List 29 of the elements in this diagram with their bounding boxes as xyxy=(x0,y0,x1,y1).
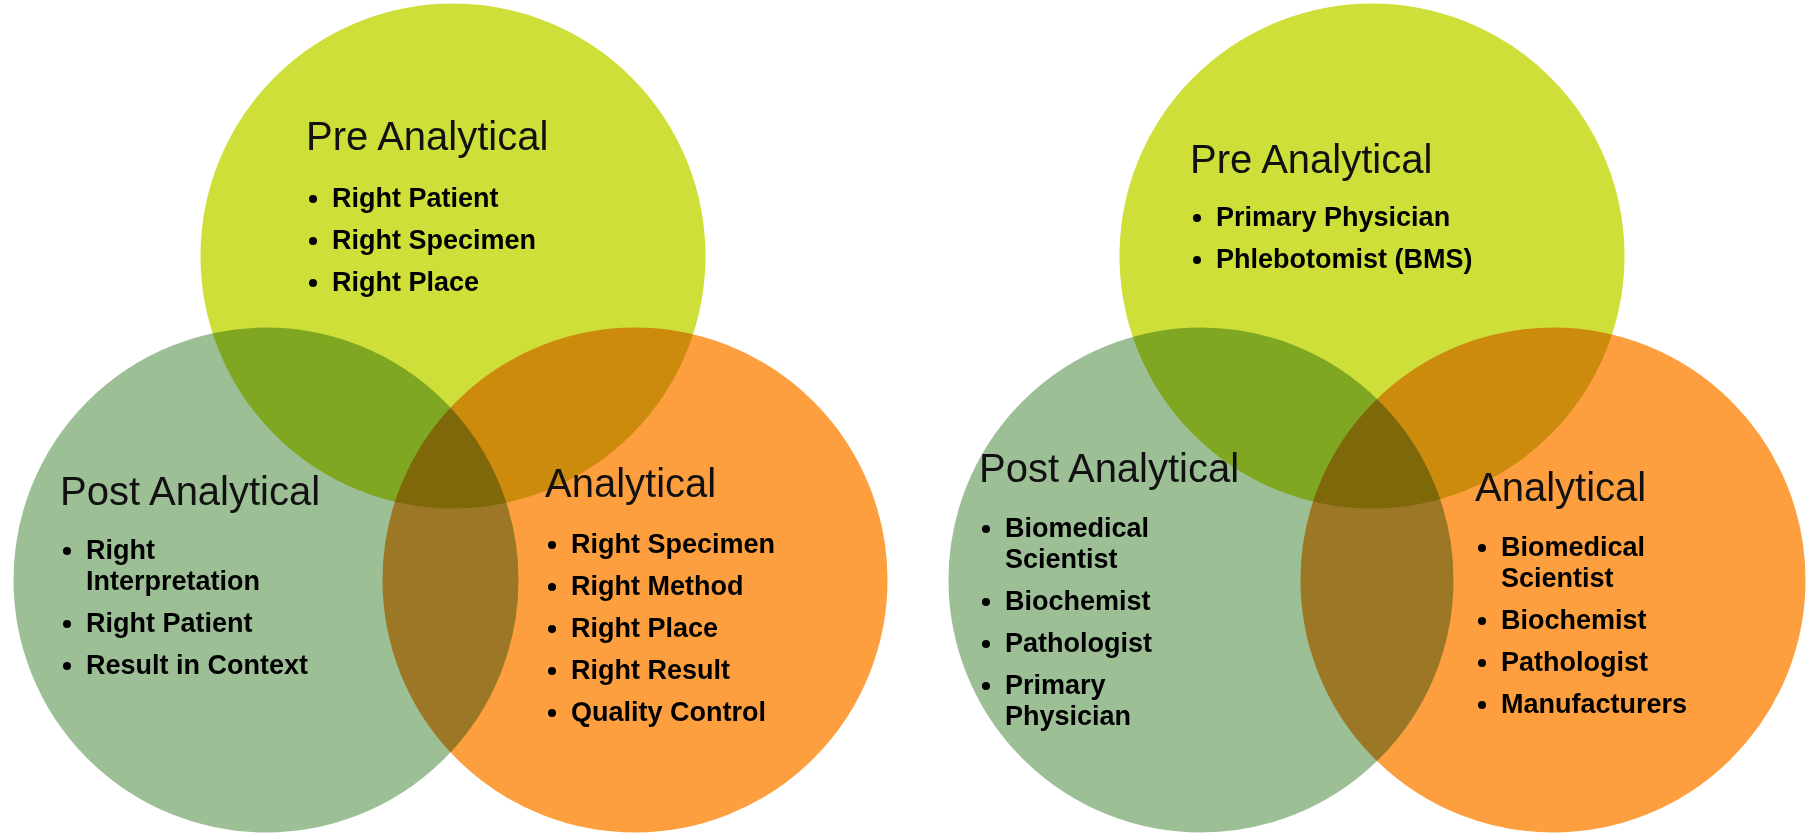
circle-heading: Post Analytical xyxy=(979,445,1240,491)
circle-heading: Pre Analytical xyxy=(306,113,549,159)
bullet-item: Biochemist xyxy=(1475,605,1720,636)
venn-circle xyxy=(1299,326,1807,834)
circle-heading: Pre Analytical xyxy=(1190,136,1433,182)
bullet-item: Primary Physician xyxy=(1190,202,1530,233)
bullet-item: Right Place xyxy=(306,267,646,298)
circle-heading: Post Analytical xyxy=(60,468,321,514)
bullet-item: Manufacturers xyxy=(1475,689,1720,720)
bullet-item: Phlebotomist (BMS) xyxy=(1190,244,1530,275)
bullet-item: Biomedical Scientist xyxy=(1475,532,1720,594)
bullet-item: Biomedical Scientist xyxy=(979,513,1224,575)
circle-heading: Analytical xyxy=(1475,464,1647,510)
venn-circle xyxy=(381,326,889,834)
bullet-item: Right Specimen xyxy=(545,529,845,560)
bullet-item: Right Patient xyxy=(60,608,322,639)
bullet-item: Right Method xyxy=(545,571,845,602)
bullet-item: Result in Context xyxy=(60,650,322,681)
bullet-item: Right Result xyxy=(545,655,845,686)
bullet-item: Right Place xyxy=(545,613,845,644)
bullet-item: Quality Control xyxy=(545,697,845,728)
bullet-item: Primary Physician xyxy=(979,670,1224,732)
bullet-item: Right Specimen xyxy=(306,225,646,256)
bullet-item: Pathologist xyxy=(1475,647,1720,678)
bullet-item: Right Patient xyxy=(306,183,646,214)
bullet-item: Biochemist xyxy=(979,586,1224,617)
circle-heading: Analytical xyxy=(545,460,717,506)
bullet-item: Right Interpretation xyxy=(60,535,322,597)
bullet-item: Pathologist xyxy=(979,628,1224,659)
